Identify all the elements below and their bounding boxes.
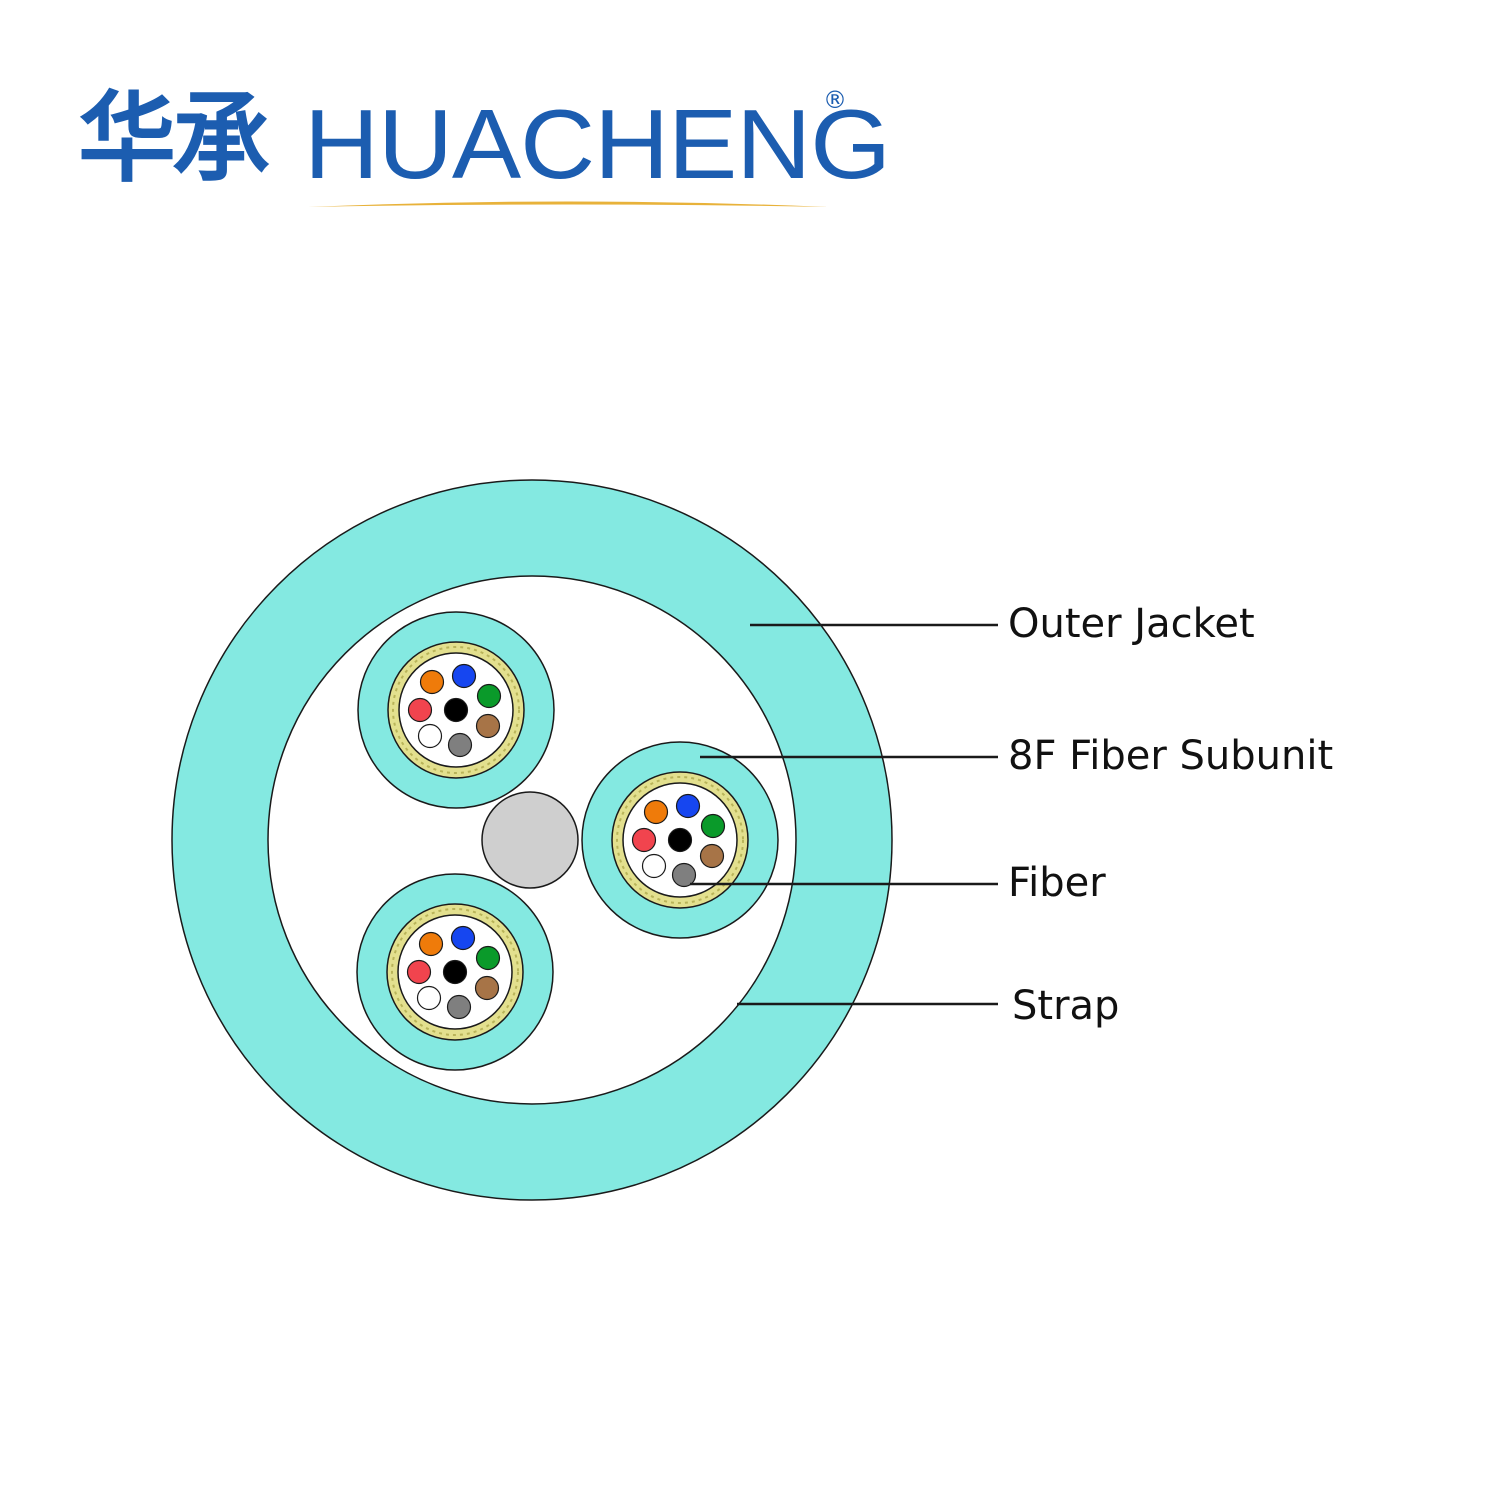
fiber	[675, 793, 701, 819]
fiber	[417, 723, 443, 749]
logo-chinese-text: 华承	[78, 82, 270, 196]
fiber	[700, 813, 726, 839]
fiber-subunit-2	[581, 741, 779, 939]
fiber	[442, 959, 468, 985]
fiber	[416, 985, 442, 1011]
yarn-texture	[391, 908, 519, 1036]
central-strength-member	[481, 791, 579, 889]
fiber	[446, 994, 472, 1020]
fiber	[474, 975, 500, 1001]
fiber-subunit-1	[357, 611, 555, 809]
logo-underline-swoosh	[308, 201, 828, 207]
callout-lines	[690, 623, 998, 1006]
fiber	[447, 732, 473, 758]
registered-mark: ®	[823, 86, 847, 114]
label-fiber: Fiber	[1008, 860, 1106, 906]
fiber	[418, 931, 444, 957]
fiber-subunit-3	[356, 873, 554, 1071]
label-fiber-subunit: 8F Fiber Subunit	[1008, 733, 1334, 779]
fiber	[407, 697, 433, 723]
logo-brand-text: HUACHENG	[304, 89, 891, 199]
label-outer-jacket: Outer Jacket	[1008, 601, 1255, 647]
fiber	[643, 799, 669, 825]
fiber	[641, 853, 667, 879]
fiber	[451, 663, 477, 689]
fiber	[406, 959, 432, 985]
fiber	[443, 697, 469, 723]
fiber-subunits	[356, 611, 779, 1071]
huacheng-logo: 华承 HUACHENG ®	[78, 82, 891, 217]
yarn-texture	[616, 776, 744, 904]
fiber	[667, 827, 693, 853]
yarn-texture	[392, 646, 520, 774]
fiber	[475, 713, 501, 739]
label-strap: Strap	[1012, 983, 1120, 1029]
fiber	[699, 843, 725, 869]
fiber	[631, 827, 657, 853]
fiber	[475, 945, 501, 971]
fiber	[671, 862, 697, 888]
fiber	[476, 683, 502, 709]
fiber	[450, 925, 476, 951]
fiber	[419, 669, 445, 695]
